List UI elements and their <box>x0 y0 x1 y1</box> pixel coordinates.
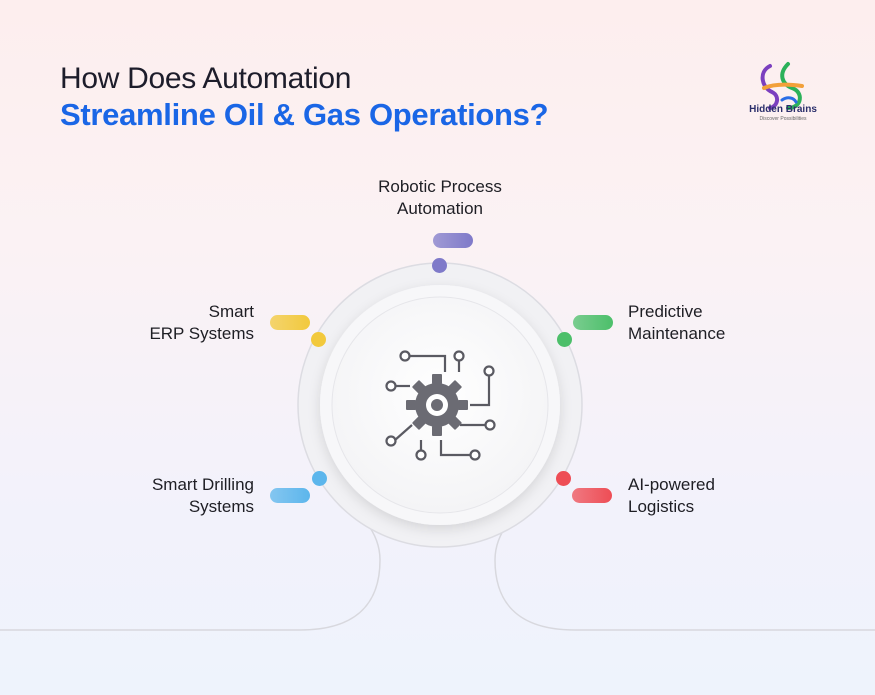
logo-name: Hidden Brains <box>749 104 817 115</box>
dot-ai-powered-logistics <box>556 471 571 486</box>
pill-robotic-process-automation <box>433 233 473 248</box>
page-title-line1: How Does Automation <box>60 62 352 95</box>
dot-robotic-process-automation <box>432 258 447 273</box>
pill-smart-erp-systems <box>270 315 310 330</box>
pill-smart-drilling-systems <box>270 488 310 503</box>
pill-predictive-maintenance <box>573 315 613 330</box>
label-ai-powered-logistics: AI-powered Logistics <box>628 475 715 516</box>
dot-predictive-maintenance <box>557 332 572 347</box>
pill-ai-powered-logistics <box>572 488 612 503</box>
hidden-brains-logo-icon <box>760 62 804 110</box>
gear-circuit-icon <box>385 350 496 461</box>
label-smart-erp-systems: Smart ERP Systems <box>149 302 254 343</box>
logo-tagline: Discover Possibilities <box>759 116 807 122</box>
dot-smart-drilling-systems <box>312 471 327 486</box>
label-robotic-process-automation: Robotic Process Automation <box>378 177 502 218</box>
dot-smart-erp-systems <box>311 332 326 347</box>
label-smart-drilling-systems: Smart Drilling Systems <box>151 475 254 516</box>
gear-icon <box>406 374 468 436</box>
page-title-line2: Streamline Oil & Gas Operations? <box>60 97 549 132</box>
label-predictive-maintenance: Predictive Maintenance <box>628 302 726 343</box>
